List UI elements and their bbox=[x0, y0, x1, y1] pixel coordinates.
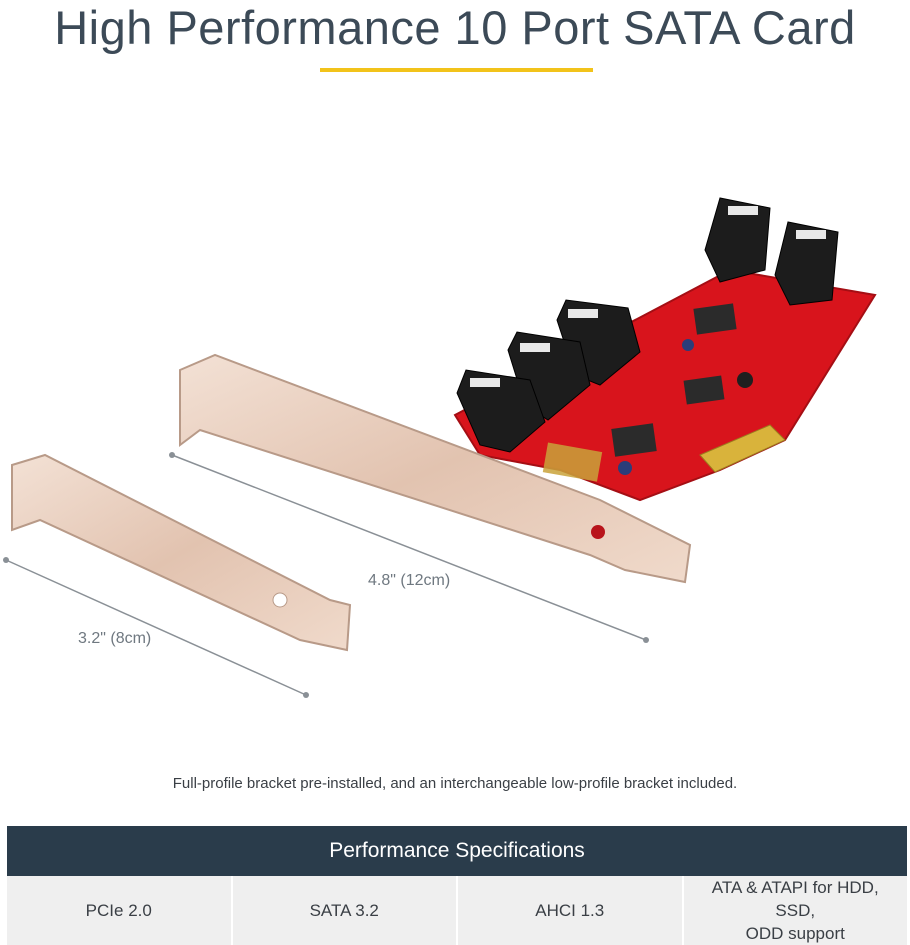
title-underline bbox=[320, 68, 593, 72]
specifications-table: Performance Specifications PCIe 2.0 SATA… bbox=[7, 826, 907, 945]
low-bracket-dimension-line bbox=[5, 559, 307, 696]
full-profile-bracket bbox=[179, 353, 692, 584]
pin-header bbox=[542, 442, 603, 482]
controller-chip bbox=[683, 375, 725, 405]
controller-chip bbox=[611, 423, 657, 457]
specifications-header: Performance Specifications bbox=[7, 826, 907, 876]
bracket-screw-hole bbox=[591, 525, 605, 539]
component bbox=[737, 372, 753, 388]
pcie-gold-contacts bbox=[699, 424, 786, 473]
component bbox=[618, 461, 632, 475]
controller-chip bbox=[693, 303, 737, 335]
full-bracket-dimension-label: 4.8" (12cm) bbox=[368, 572, 451, 589]
sata-card-illustration bbox=[3, 197, 877, 698]
component bbox=[682, 339, 694, 351]
low-profile-bracket bbox=[11, 453, 352, 652]
spec-cell-pcie: PCIe 2.0 bbox=[7, 876, 233, 945]
low-bracket-dimension-label: 3.2" (8cm) bbox=[78, 630, 152, 647]
specifications-row: PCIe 2.0 SATA 3.2 AHCI 1.3 ATA & ATAPI f… bbox=[7, 876, 907, 945]
page-title: High Performance 10 Port SATA Card bbox=[54, 1, 856, 54]
sata-connector-icon bbox=[456, 197, 839, 453]
bracket-caption: Full-profile bracket pre-installed, and … bbox=[172, 775, 738, 792]
spec-cell-ahci: AHCI 1.3 bbox=[458, 876, 684, 945]
bracket-screw-hole bbox=[272, 592, 288, 608]
spec-cell-sata: SATA 3.2 bbox=[233, 876, 458, 945]
spec-cell-support: ATA & ATAPI for HDD, SSD, ODD support bbox=[711, 878, 879, 943]
full-bracket-dimension-line bbox=[171, 454, 647, 641]
